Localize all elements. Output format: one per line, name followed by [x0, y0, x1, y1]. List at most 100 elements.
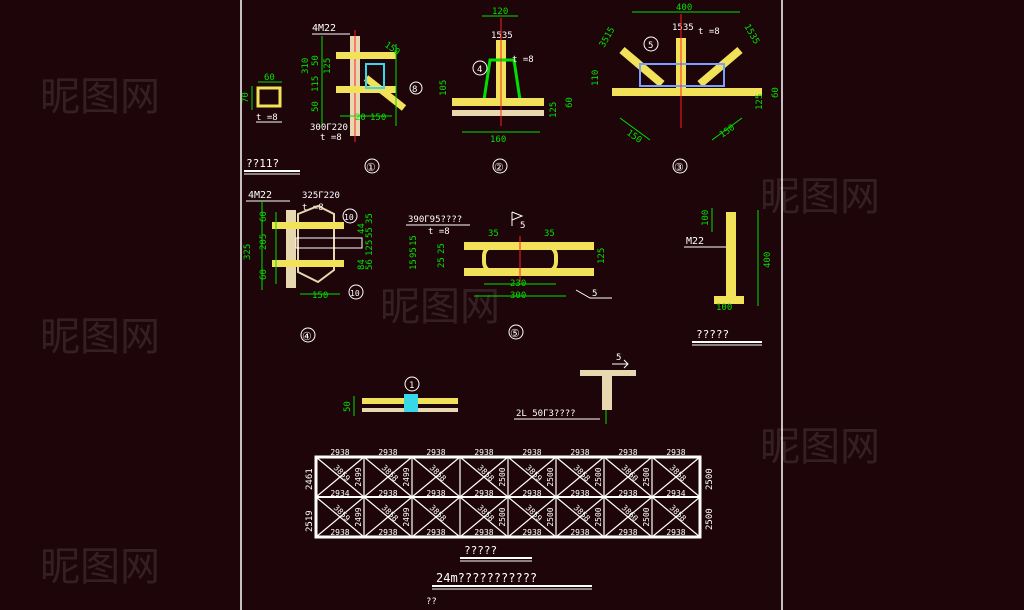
truss-plan: 2938293429383859385929382938293838583858… — [305, 448, 715, 539]
dim-text: 105 — [439, 80, 449, 96]
watermark-text: 昵图网 — [40, 314, 160, 360]
weld-note: 5 — [616, 353, 621, 363]
dim-text: 50 — [311, 55, 321, 66]
truss-labels: 2938293429383859385929382938293838583858… — [330, 448, 688, 537]
truss-vertical-dim: 2500 — [546, 507, 555, 526]
bolt-hook — [714, 296, 744, 304]
truss-vertical-dim: 2500 — [498, 507, 507, 526]
dim-text: 160 — [490, 135, 506, 145]
truss-vertical-dim: 2499 — [354, 467, 363, 486]
sheet-frame — [240, 0, 783, 610]
dim-text: 15 — [409, 235, 419, 246]
truss-diagonal — [315, 456, 365, 498]
detail-2: 120 1535 160 105 125 60 4 t =8 ② — [439, 7, 575, 174]
watermark-text: 昵图网 — [760, 174, 880, 220]
thickness-note: t =8 — [512, 55, 534, 65]
chord-member — [452, 110, 544, 116]
dim-line — [619, 117, 651, 141]
base-plate — [286, 210, 296, 288]
truss-top-dim: 2938 — [474, 448, 493, 457]
part-marker-label: 10 — [344, 213, 354, 222]
part-marker — [409, 81, 423, 95]
caption-truss: ????? — [460, 544, 532, 562]
anchor-bolt-detail: 100 400 100 M22 ????? — [684, 208, 773, 346]
truss-bottom-dim: 2938 — [666, 528, 685, 537]
anchor-bolt — [726, 212, 736, 304]
drawing-title: 24m??????????? — [432, 571, 592, 590]
thickness-note: t =8 — [256, 113, 278, 123]
leader-line — [575, 289, 612, 299]
dim-text: 60 — [259, 211, 269, 222]
watermark-text: 昵图网 — [40, 544, 160, 590]
chord-member — [336, 52, 396, 59]
detail-number: ② — [494, 161, 504, 174]
gusset-plate — [297, 204, 335, 284]
dim-text: 100 — [701, 210, 711, 226]
weld-flag-icon — [511, 211, 524, 226]
bolt-note: 4M22 — [312, 23, 336, 34]
diagonal-member — [619, 46, 665, 88]
small-plate-detail: 60 70 t =8 — [241, 73, 282, 123]
detail-number: ⑤ — [510, 327, 520, 340]
weld-arrow-icon — [612, 359, 629, 369]
dim-text: 1535 — [741, 23, 761, 47]
dim-text: 35 — [365, 213, 375, 224]
truss-top-dim: 2938 — [330, 448, 349, 457]
truss-diagonal — [315, 496, 365, 538]
dim-text: 56 — [365, 259, 375, 270]
dim-text: 35 — [488, 229, 499, 239]
truss-diagonal — [603, 456, 653, 498]
section-1: 50 1 — [343, 376, 458, 416]
part-marker — [348, 284, 364, 300]
dim-text: 2461 — [305, 468, 315, 490]
dim-text: 125 — [597, 248, 607, 264]
part-marker — [643, 36, 659, 52]
truss-vertical-dim: 2500 — [642, 507, 651, 526]
dim-text: 2500 — [705, 468, 715, 490]
dim-text: 50 — [311, 101, 321, 112]
truss-bottom-dim: 2938 — [378, 528, 397, 537]
truss-top-dim: 2938 — [570, 448, 589, 457]
chord-member — [272, 260, 344, 267]
dim-text: 44 — [357, 223, 367, 234]
truss-bottom-dim: 2938 — [474, 528, 493, 537]
dim-text: 400 — [676, 3, 692, 13]
detail-5: 390Γ95???? t =8 230 300 35 35 95 15 15 2… — [406, 211, 612, 340]
chord-member — [612, 88, 762, 96]
truss-mid-dim: 2934 — [666, 489, 685, 498]
dim-text: 1535 — [491, 31, 513, 41]
dim-text: 2519 — [305, 510, 315, 532]
truss-bottom-dim: 2938 — [618, 528, 637, 537]
truss-top-dim: 2938 — [426, 448, 445, 457]
dim-text: 310 — [301, 58, 311, 74]
truss-vertical-dim: 2500 — [642, 467, 651, 486]
dim-text: 35 — [544, 229, 555, 239]
dim-text: 1535 — [672, 23, 694, 33]
watermark-text: 昵图网 — [40, 74, 160, 120]
dim-text: 20 — [355, 113, 366, 123]
dim-text: 110 — [591, 70, 601, 86]
truss-diagonal — [411, 456, 461, 498]
dim-line — [711, 117, 743, 141]
truss-bottom-dim: 2938 — [426, 528, 445, 537]
dim-text: 115 — [311, 76, 321, 92]
truss-mid-dim: 2938 — [522, 489, 541, 498]
truss-diagonal — [603, 496, 653, 538]
chord-member — [452, 98, 544, 106]
chord-member — [272, 222, 344, 229]
detail-1: 60 70 t =8 4M22 310 50 115 50 125 150 20… — [241, 23, 423, 174]
detail-3: 400 1535 150 150 3515 1535 110 125 60 5 … — [591, 3, 781, 174]
dim-text: 125 — [755, 94, 765, 110]
watermark-text: 昵图网 — [760, 424, 880, 470]
bolt-note: M22 — [686, 236, 704, 247]
truss-bottom-dim: 2938 — [522, 528, 541, 537]
dim-text: 150 — [370, 113, 386, 123]
dim-text: 84 — [357, 259, 367, 270]
truss-mid-dim: 2938 — [474, 489, 493, 498]
dim-text: 400 — [763, 252, 773, 268]
truss-top-dim: 2938 — [666, 448, 685, 457]
caption-text: ????? — [464, 544, 497, 557]
dim-text: 120 — [492, 7, 508, 17]
part-marker — [404, 376, 420, 392]
gusset-plate — [365, 63, 385, 89]
